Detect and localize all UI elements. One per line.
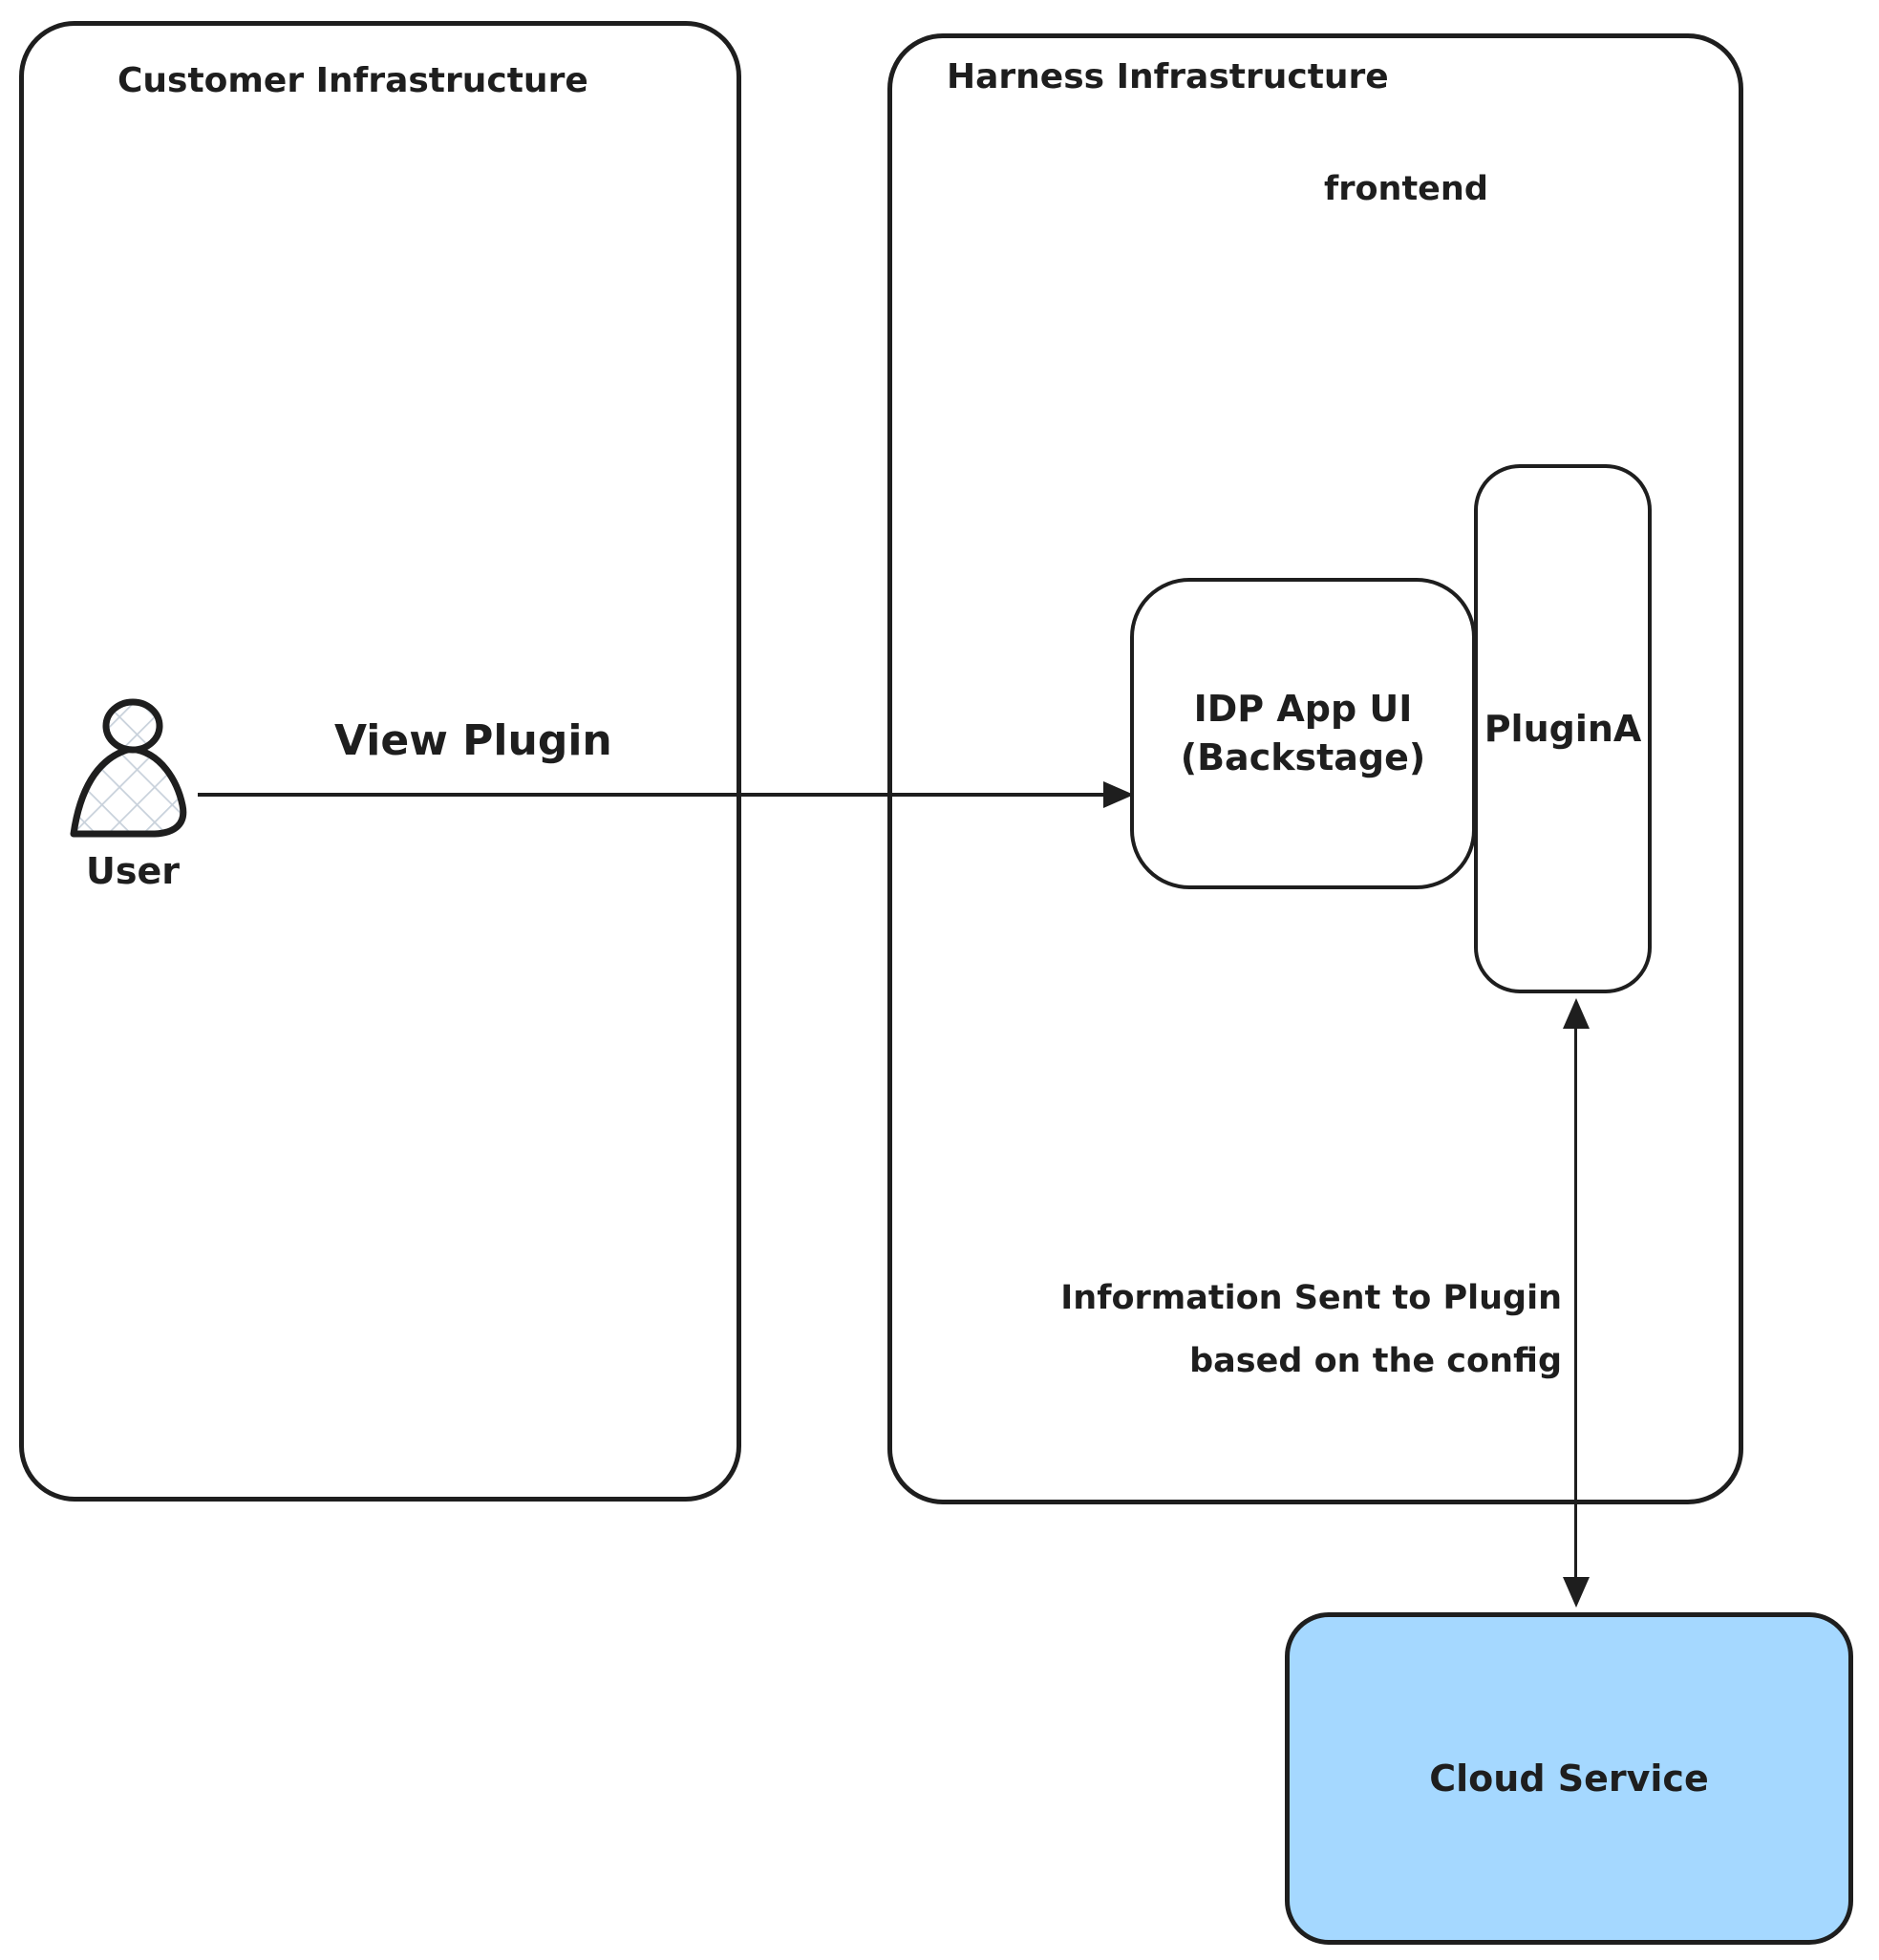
customer-infrastructure-title: Customer Infrastructure	[117, 61, 588, 100]
arrowhead-right-icon	[1103, 781, 1134, 808]
plugin-a-label: PluginA	[1484, 708, 1642, 750]
plugin-cloud-arrow	[1574, 1022, 1577, 1582]
info-arrow-label: Information Sent to Plugin based on the …	[955, 1267, 1562, 1393]
user-person-icon	[70, 698, 187, 838]
view-plugin-arrow	[198, 793, 1107, 797]
idp-app-ui-label-line2: (Backstage)	[1180, 736, 1426, 778]
cloud-service-label: Cloud Service	[1429, 1758, 1709, 1800]
arrowhead-down-icon	[1563, 1577, 1590, 1608]
idp-app-ui-label-line1: IDP App UI	[1193, 687, 1413, 730]
plugin-a-box: PluginA	[1474, 464, 1652, 993]
idp-app-ui-box: IDP App UI (Backstage)	[1130, 578, 1476, 889]
cloud-service-box: Cloud Service	[1285, 1612, 1853, 1945]
harness-infrastructure-title: Harness Infrastructure	[947, 57, 1389, 96]
info-arrow-label-line1: Information Sent to Plugin	[1060, 1279, 1562, 1317]
view-plugin-arrow-label: View Plugin	[334, 716, 612, 765]
info-arrow-label-line2: based on the config	[1189, 1342, 1562, 1380]
user-label: User	[86, 850, 180, 892]
frontend-label: frontend	[1324, 170, 1488, 208]
